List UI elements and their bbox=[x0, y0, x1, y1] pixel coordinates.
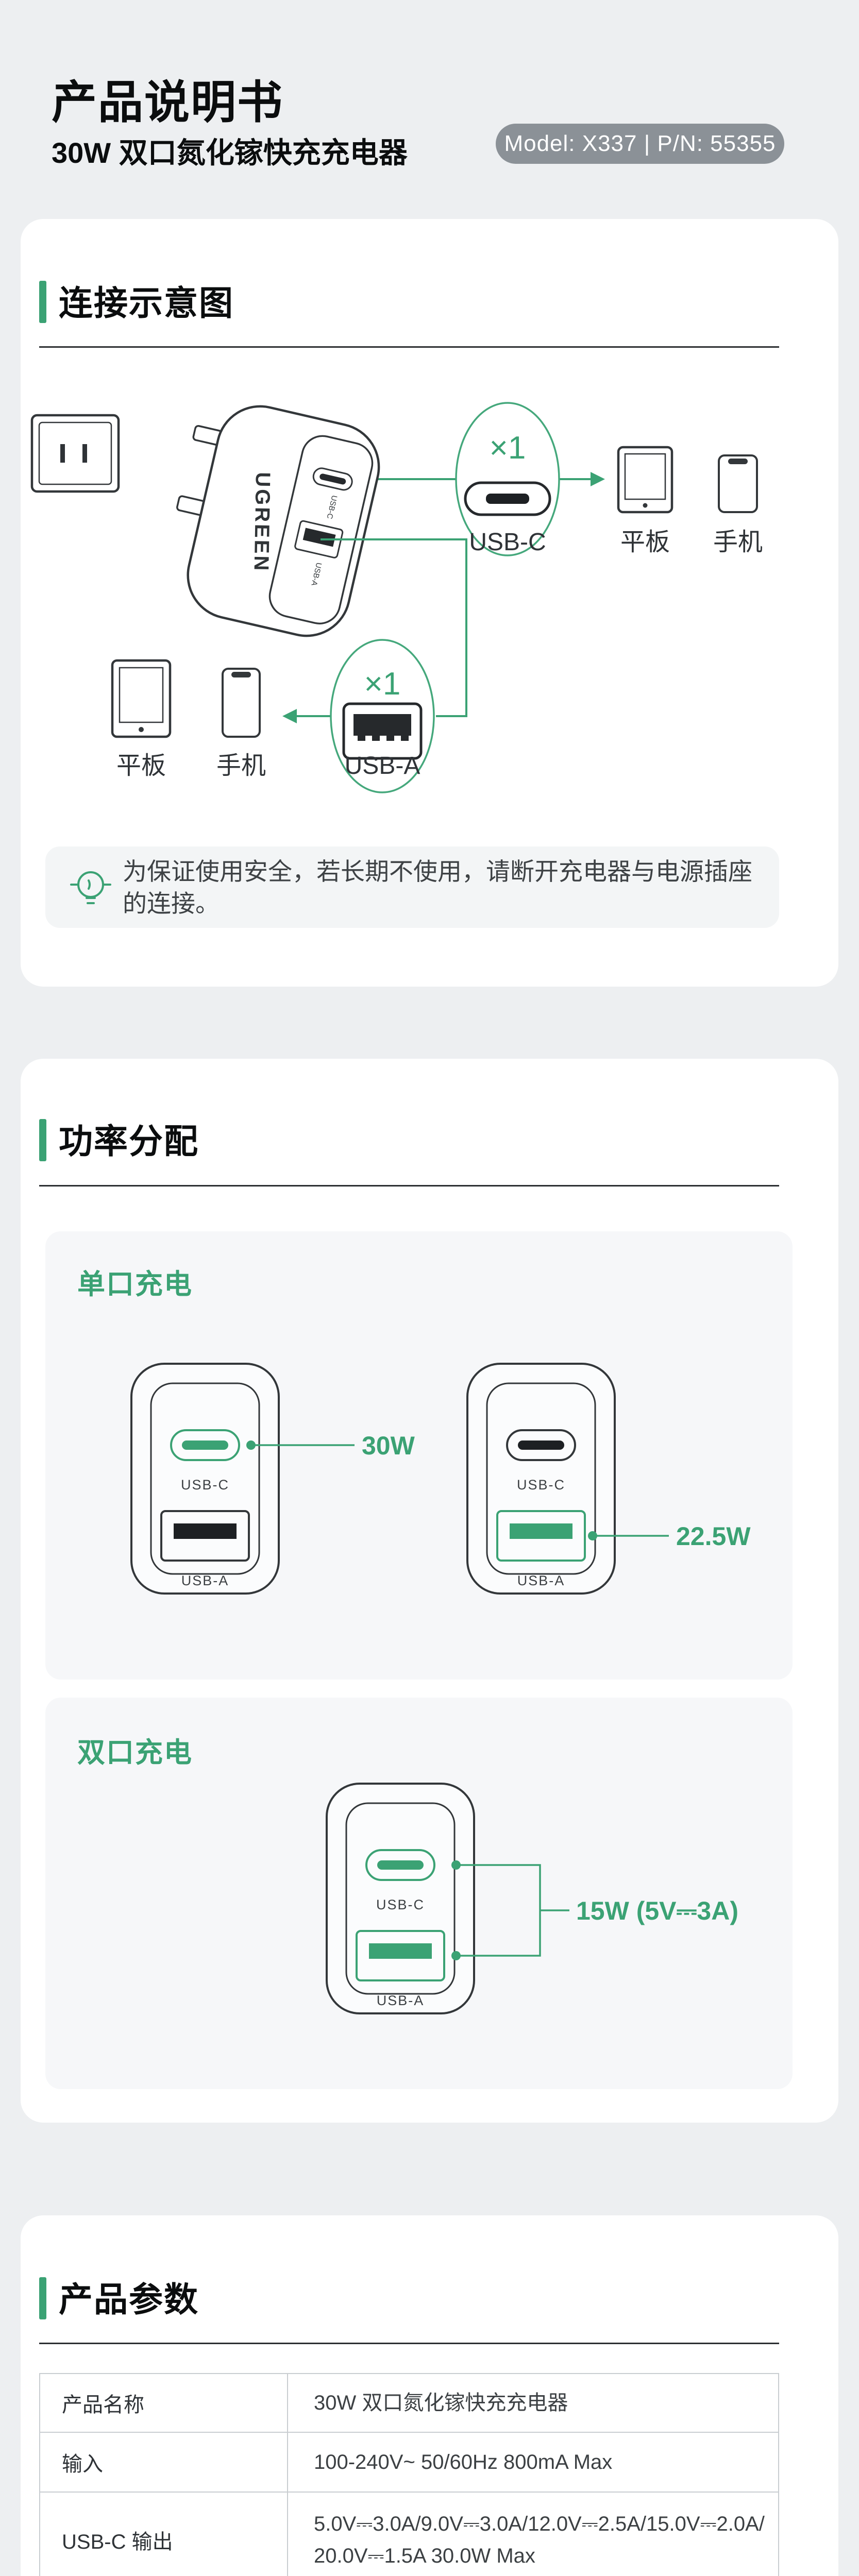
port-c-label: USB-C bbox=[376, 1897, 425, 1912]
usbc-multiplier: ×1 bbox=[490, 430, 526, 466]
single-port-panel: 单口充电 USB-C USB-A USB-C bbox=[45, 1231, 793, 1680]
port-a-label: USB-A bbox=[181, 1573, 229, 1588]
usba-power-value: 22.5W bbox=[676, 1522, 751, 1551]
spec-value: 100-240V~ 50/60Hz 800mA Max bbox=[314, 2451, 613, 2473]
single-port-diagram: USB-C USB-A USB-C USB-A 30W bbox=[130, 1363, 751, 1595]
usbc-power-callout: 30W bbox=[246, 1431, 415, 1460]
tablet-label: 平板 bbox=[116, 752, 166, 779]
section-divider bbox=[39, 1185, 779, 1187]
usbc-connector-badge: ×1 bbox=[455, 402, 560, 556]
spec-label: 产品名称 bbox=[39, 2373, 288, 2433]
spec-value-line2: 20.0V⎓1.5A 30.0W Max bbox=[314, 2544, 535, 2567]
connection-card: 连接示意图 USB-C USB-A UGREEN bbox=[21, 219, 838, 987]
table-row: 产品名称 30W 双口氮化镓快充充电器 bbox=[39, 2373, 779, 2433]
section-accent-bar bbox=[39, 2277, 46, 2319]
specs-card: 产品参数 产品名称 30W 双口氮化镓快充充电器 输入 100-240V~ 50… bbox=[21, 2215, 838, 2576]
model-badge: Model: X337 | P/N: 55355 bbox=[496, 124, 784, 164]
page-title: 产品说明书 bbox=[52, 77, 284, 128]
section-title-power: 功率分配 bbox=[59, 1122, 199, 1160]
connection-diagram: USB-C USB-A UGREEN ×1 USB-C 平板 手机 bbox=[30, 402, 763, 793]
safety-tip-text: 为保证使用安全，若长期不使用，请断开充电器与电源插座的连接。 bbox=[123, 858, 752, 917]
dual-power-callout: 15W (5V⎓3A) bbox=[451, 1860, 738, 1960]
lightbulb-icon bbox=[70, 871, 111, 904]
dual-port-diagram: USB-C USB-A 15W (5V⎓3A) bbox=[326, 1783, 738, 2014]
phone-label: 手机 bbox=[216, 752, 266, 779]
dual-port-panel: 双口充电 USB-C USB-A 15W (5V⎓3A) bbox=[45, 1698, 793, 2089]
section-accent-bar bbox=[39, 281, 46, 323]
usba-arrow bbox=[282, 709, 331, 723]
port-a-label: USB-A bbox=[517, 1573, 565, 1588]
section-title-specs: 产品参数 bbox=[59, 2280, 199, 2318]
phone-icon bbox=[718, 454, 758, 513]
usbc-label: USB-C bbox=[469, 529, 546, 556]
tablet-label: 平板 bbox=[620, 529, 670, 556]
spec-value: 30W 双口氮化镓快充充电器 bbox=[314, 2392, 568, 2414]
table-row: USB-C 输出 5.0V⎓3.0A/9.0V⎓3.0A/12.0V⎓2.5A/… bbox=[39, 2492, 779, 2576]
brand-logo-text: UGREEN bbox=[250, 472, 274, 573]
spec-value-line1: 5.0V⎓3.0A/9.0V⎓3.0A/12.0V⎓2.5A/15.0V⎓2.0… bbox=[314, 2512, 765, 2535]
usba-elbow-line bbox=[321, 538, 467, 717]
port-c-label: USB-C bbox=[181, 1477, 229, 1493]
charger-front-usba-active: USB-C USB-A bbox=[466, 1363, 616, 1595]
safety-tip-box: 为保证使用安全，若长期不使用，请断开充电器与电源插座的连接。 bbox=[45, 846, 779, 928]
phone-label: 手机 bbox=[713, 529, 763, 556]
section-title-connection: 连接示意图 bbox=[59, 284, 234, 322]
section-accent-bar bbox=[39, 1119, 46, 1161]
charger-front-usbc-active: USB-C USB-A bbox=[130, 1363, 280, 1595]
phone-icon bbox=[222, 668, 261, 738]
dual-port-title: 双口充电 bbox=[77, 1737, 193, 1768]
dual-power-value: 15W (5V⎓3A) bbox=[576, 1896, 738, 1925]
tablet-icon bbox=[111, 659, 172, 738]
usba-multiplier: ×1 bbox=[364, 666, 401, 702]
wall-outlet-icon bbox=[30, 414, 120, 493]
charger-front-both-active: USB-C USB-A bbox=[326, 1783, 475, 2014]
product-subtitle: 30W 双口氮化镓快充充电器 bbox=[52, 137, 408, 169]
usba-connector-badge: ×1 bbox=[330, 639, 435, 793]
table-row: 输入 100-240V~ 50/60Hz 800mA Max bbox=[39, 2432, 779, 2493]
charger-illustration: USB-C USB-A UGREEN bbox=[176, 405, 380, 637]
port-c-label: USB-C bbox=[517, 1477, 565, 1493]
usba-power-callout: 22.5W bbox=[588, 1522, 751, 1551]
single-port-title: 单口充电 bbox=[77, 1269, 193, 1300]
power-card: 功率分配 单口充电 USB-C USB-A USB-C bbox=[21, 1059, 838, 2123]
usbc-power-value: 30W bbox=[362, 1431, 415, 1460]
spec-label: USB-C 输出 bbox=[39, 2492, 288, 2576]
port-a-label: USB-A bbox=[377, 1993, 425, 2008]
usba-label: USB-A bbox=[345, 752, 420, 779]
tablet-icon bbox=[617, 446, 673, 514]
section-divider bbox=[39, 346, 779, 348]
spec-table: 产品名称 30W 双口氮化镓快充充电器 输入 100-240V~ 50/60Hz… bbox=[39, 2373, 779, 2576]
section-divider bbox=[39, 2343, 779, 2344]
spec-label: 输入 bbox=[39, 2432, 288, 2493]
